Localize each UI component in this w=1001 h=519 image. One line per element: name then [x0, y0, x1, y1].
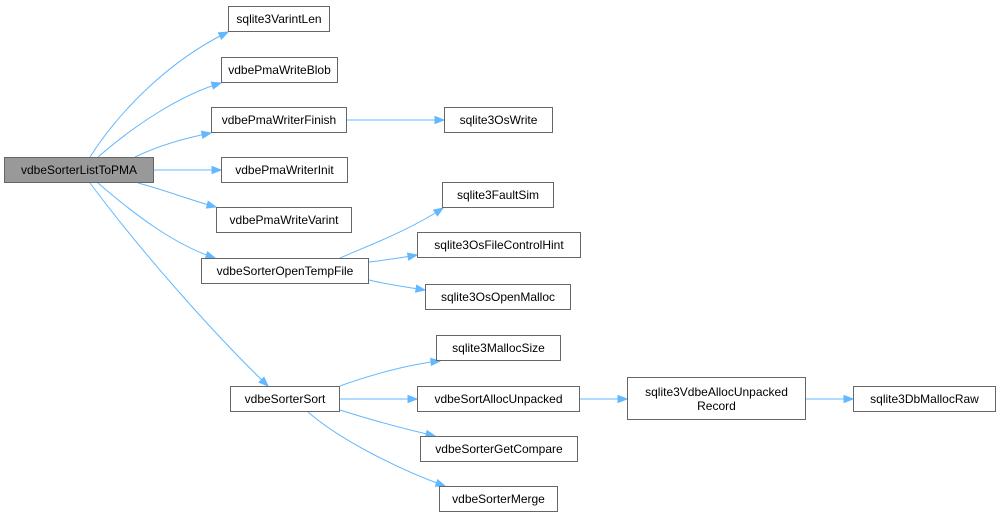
- edge-n13-to-n14: [579, 394, 629, 404]
- node-sqlite3varintlen[interactable]: sqlite3VarintLen: [228, 6, 330, 32]
- edge-n12-to-n11: [339, 357, 442, 387]
- node-sqlite3dbmallocraw[interactable]: sqlite3DbMallocRaw: [853, 386, 996, 412]
- node-vdbesorteropentempfile[interactable]: vdbeSorterOpenTempFile: [201, 258, 369, 284]
- edge-root-to-n12: [89, 182, 269, 387]
- edge-root-to-n2: [97, 81, 223, 158]
- node-sqlite3osfilecontrolhint[interactable]: sqlite3OsFileControlHint: [417, 232, 581, 258]
- edge-n12-to-n13: [339, 394, 419, 404]
- edge-n8-to-n7: [339, 207, 445, 259]
- node-sqlite3osopenmalloc[interactable]: sqlite3OsOpenMalloc: [425, 284, 571, 310]
- node-sqlite3mallocsize[interactable]: sqlite3MallocSize: [436, 335, 561, 361]
- node-vdbesortallocunpacked[interactable]: vdbeSortAllocUnpacked: [417, 386, 580, 412]
- edge-root-to-n1: [89, 31, 230, 158]
- edge-n8-to-n10: [368, 279, 427, 293]
- node-sqlite3vdbeallocunpackedrecord[interactable]: sqlite3VdbeAllocUnpacked Record: [627, 377, 806, 420]
- node-sqlite3oswrite[interactable]: sqlite3OsWrite: [444, 107, 553, 133]
- edge-root-to-n6: [137, 182, 218, 209]
- edge-root-to-n5: [154, 165, 223, 175]
- edge-n12-to-n16: [339, 409, 437, 439]
- node-vdbesortermerge[interactable]: vdbeSorterMerge: [439, 486, 558, 512]
- edge-root-to-n8: [97, 182, 217, 260]
- node-vdbepmawriterfinish[interactable]: vdbePmaWriterFinish: [211, 107, 347, 133]
- edge-root-to-n3: [134, 130, 213, 158]
- node-vdbepmawriteblob[interactable]: vdbePmaWriteBlob: [221, 57, 338, 83]
- node-vdbesorterlisttopma: vdbeSorterListToPMA: [4, 157, 154, 183]
- edge-n3-to-n4: [347, 115, 446, 125]
- node-vdbesortersort[interactable]: vdbeSorterSort: [230, 386, 340, 412]
- node-vdbepmawritevarint[interactable]: vdbePmaWriteVarint: [216, 207, 352, 233]
- edge-n8-to-n9: [368, 252, 419, 263]
- edge-n14-to-n15: [805, 394, 855, 404]
- node-vdbesortergetcompare[interactable]: vdbeSorterGetCompare: [420, 436, 578, 462]
- node-vdbepmawriterinit[interactable]: vdbePmaWriterInit: [221, 157, 348, 183]
- node-sqlite3faultsim[interactable]: sqlite3FaultSim: [442, 182, 554, 208]
